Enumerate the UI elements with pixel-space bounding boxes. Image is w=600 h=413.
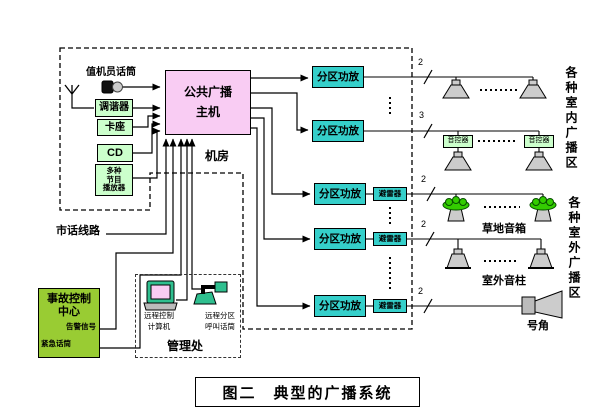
arrester-box: 避雷器 (373, 187, 407, 201)
indoor-zone-label: 各种室内广播区 (564, 66, 578, 171)
lawn-speaker-icon (442, 196, 557, 222)
connector-line (100, 138, 177, 330)
arrester-box: 避雷器 (373, 232, 407, 246)
cable-count: 2 (421, 219, 427, 229)
accident-control-center-box: 事故控制 中心 告警信号 紧急话筒 (38, 288, 100, 358)
operator-mic-label: 值机员话筒 (86, 67, 136, 78)
alarm-signal-label: 告警信号 (66, 322, 96, 332)
volume-controller-box: 音控器 (443, 135, 473, 148)
zone-amplifier-box: 分区功放 (312, 120, 364, 142)
arrester-box: 避雷器 (373, 299, 407, 313)
connector-line (133, 120, 161, 154)
management-office-box (135, 274, 241, 358)
connector-line (251, 107, 311, 198)
zone-amplifier-box: 分区功放 (314, 228, 366, 250)
machine-room-boundary (59, 47, 413, 330)
connector-line (106, 138, 170, 235)
volume-controller-box: 音控器 (524, 135, 554, 148)
cable-count-slashes (423, 69, 436, 314)
multi-player-box: 多种 节目 播放器 (95, 164, 133, 196)
horn-label: 号角 (527, 320, 549, 332)
management-office-label: 管理处 (167, 339, 204, 353)
connector-line (251, 117, 311, 243)
figure-caption: 图二 典型的广播系统 (195, 377, 420, 407)
ceiling-speaker-icon (444, 151, 553, 171)
connector-line (251, 127, 311, 310)
connector-line (188, 138, 202, 290)
remote-computer-label: 远程控制 计算机 (144, 311, 174, 331)
connector-line (132, 127, 161, 179)
zone-amplifier-box: 分区功放 (312, 66, 364, 88)
outdoor-zone-label: 各种室外广播区 (567, 196, 581, 301)
cassette-box: 卡座 (97, 119, 133, 136)
bottom-connector-lines (96, 138, 202, 349)
computer-icon (143, 280, 178, 311)
remote-mic-label: 远程分区 呼叫话筒 (205, 311, 235, 331)
antenna-icon (64, 84, 80, 95)
pa-host-box: 公共广播 主机 (165, 70, 251, 135)
cable-count: 2 (418, 286, 424, 296)
ceiling-speaker-icon (442, 79, 547, 99)
operator-mic-icon (101, 80, 123, 94)
connector-line (133, 112, 161, 128)
emergency-mic-label: 紧急话筒 (41, 338, 71, 348)
lawn-speaker-label: 草地音箱 (482, 223, 526, 235)
city-line-label: 市话线路 (56, 225, 100, 237)
connector-line (176, 138, 191, 301)
tuner-box: 调谐器 (95, 99, 133, 117)
cable-count: 2 (418, 57, 424, 67)
cable-count: 2 (421, 174, 427, 184)
connector-line (96, 138, 185, 349)
host-to-amplifier-lines (251, 74, 311, 310)
zone-amplifier-box: 分区功放 (314, 295, 366, 317)
connector-line (251, 92, 309, 134)
zone-amplifier-box: 分区功放 (314, 183, 366, 205)
cd-box: CD (97, 144, 133, 162)
source-connector-lines (71, 83, 161, 179)
column-speaker-label: 室外音柱 (482, 275, 526, 287)
accident-center-title: 事故控制 中心 (47, 293, 91, 318)
ellipsis-dots (389, 89, 520, 291)
cable-count: 3 (419, 110, 425, 120)
desk-mic-icon (193, 281, 228, 305)
connector-line (71, 94, 94, 109)
column-speaker-icon (445, 248, 554, 269)
machine-room-label: 机房 (205, 149, 230, 163)
horn-speaker-icon (521, 290, 563, 319)
